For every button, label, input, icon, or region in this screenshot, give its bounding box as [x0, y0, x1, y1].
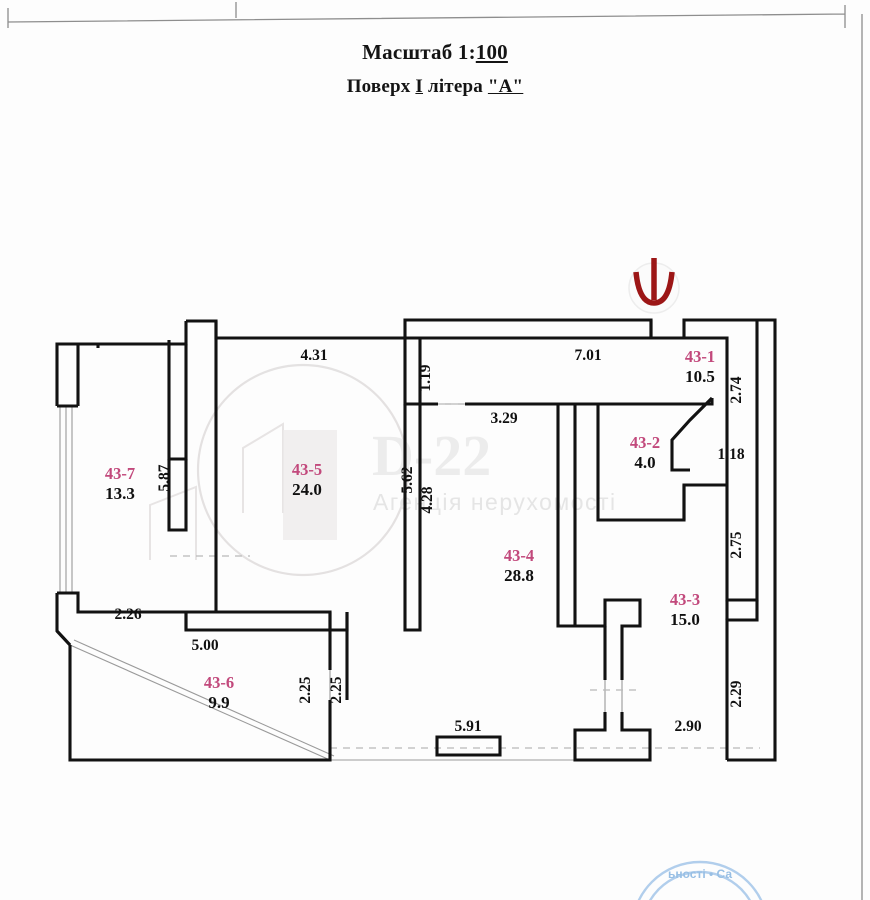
wall-segment [725, 320, 759, 602]
wall-segment [186, 318, 653, 340]
room-label: 43-315.0 [670, 590, 700, 629]
dimension-value: 5.91 [454, 718, 481, 735]
room-number: 43-2 [630, 433, 660, 452]
wall-segment [725, 600, 759, 760]
dimension-value: 4.31 [300, 347, 327, 364]
room-label: 43-428.8 [504, 546, 534, 585]
wall-segment [403, 404, 422, 632]
room-area: 13.3 [105, 484, 135, 503]
scale-value: 100 [475, 40, 508, 64]
notary-stamp: ьності • Са [637, 860, 763, 900]
room-number: 43-7 [105, 464, 135, 483]
room-label: 43-713.3 [105, 464, 135, 503]
window-glazing [69, 639, 335, 761]
floor-mid: літера [423, 76, 488, 97]
scale-heading: Масштаб 1:100 [0, 40, 870, 65]
page-border-lines [7, 2, 863, 900]
wall-segment [55, 629, 72, 647]
wall-segment [575, 398, 714, 406]
dimension-value: 2.74 [728, 376, 745, 403]
watermark-brand: D-22 [372, 423, 491, 488]
wall-segment [435, 735, 502, 757]
room-area: 9.9 [208, 693, 229, 712]
wall-segment [403, 338, 422, 406]
glazing-lines [59, 320, 758, 761]
window-glazing [604, 680, 623, 712]
room-area: 24.0 [292, 480, 322, 499]
wall-segment [575, 598, 642, 680]
dimension-value: 2.25 [328, 676, 345, 703]
wall-segment [55, 321, 188, 406]
room-area: 28.8 [504, 566, 534, 585]
wall-outlines [55, 318, 777, 762]
room-number: 43-5 [292, 460, 322, 479]
stamp-text: ьності • Са [668, 867, 732, 881]
room-area: 15.0 [670, 610, 700, 629]
wall-segment [184, 610, 332, 632]
floor-heading: Поверх I літера "А" [0, 76, 870, 98]
wall-segment [573, 712, 652, 762]
wall-segment [167, 340, 188, 461]
dimension-value: 7.01 [574, 347, 601, 364]
room-number: 43-4 [504, 546, 534, 565]
entrance-arrow-icon [628, 258, 680, 314]
floor-number: I [415, 76, 424, 97]
room-number: 43-6 [204, 673, 234, 692]
dimension-value: 2.29 [728, 680, 745, 707]
dimension-value: 5.62 [399, 466, 416, 493]
dimension-labels: 4.31 7.01 1.19 3.29 2.74 1.18 2.75 2.29 2.90 5.91… [114, 347, 745, 735]
room-number: 43-1 [685, 347, 715, 366]
wall-segment [57, 342, 80, 406]
scale-prefix: Масштаб 1: [362, 40, 476, 64]
wall-segment [328, 612, 349, 632]
dimension-value: 2.75 [728, 531, 745, 558]
floor-prefix: Поверх [346, 76, 416, 97]
watermark-logo: D-22 Агенція нерухомості [149, 363, 615, 577]
wall-segment [68, 645, 332, 762]
room-labels: 43-110.543-24.043-315.043-428.843-524.04… [105, 347, 715, 712]
dimension-value: 1.19 [417, 364, 434, 391]
dimension-value: 5.87 [156, 464, 173, 491]
dimension-value: 4.28 [419, 486, 436, 513]
wall-segment [727, 318, 777, 762]
wall-segment [670, 396, 714, 472]
room-label: 43-524.0 [292, 460, 322, 499]
dimension-value: 5.00 [191, 637, 218, 654]
room-label: 43-69.9 [204, 673, 234, 712]
wall-segment [684, 336, 729, 485]
room-label: 43-110.5 [685, 347, 715, 386]
room-area: 4.0 [634, 453, 655, 472]
window-glazing [59, 406, 73, 593]
room-number: 43-3 [670, 590, 700, 609]
dimension-value: 3.29 [490, 410, 517, 427]
wall-segment [596, 404, 727, 522]
dimension-value: 1.18 [717, 446, 744, 463]
room-label: 43-24.0 [630, 433, 660, 472]
dimension-value: 2.26 [114, 606, 141, 623]
floor-letter: "А" [487, 76, 524, 97]
room-area: 10.5 [685, 367, 715, 386]
opening-dashed-lines [170, 403, 760, 749]
dimension-value: 2.90 [674, 718, 701, 735]
dimension-value: 2.25 [297, 676, 314, 703]
